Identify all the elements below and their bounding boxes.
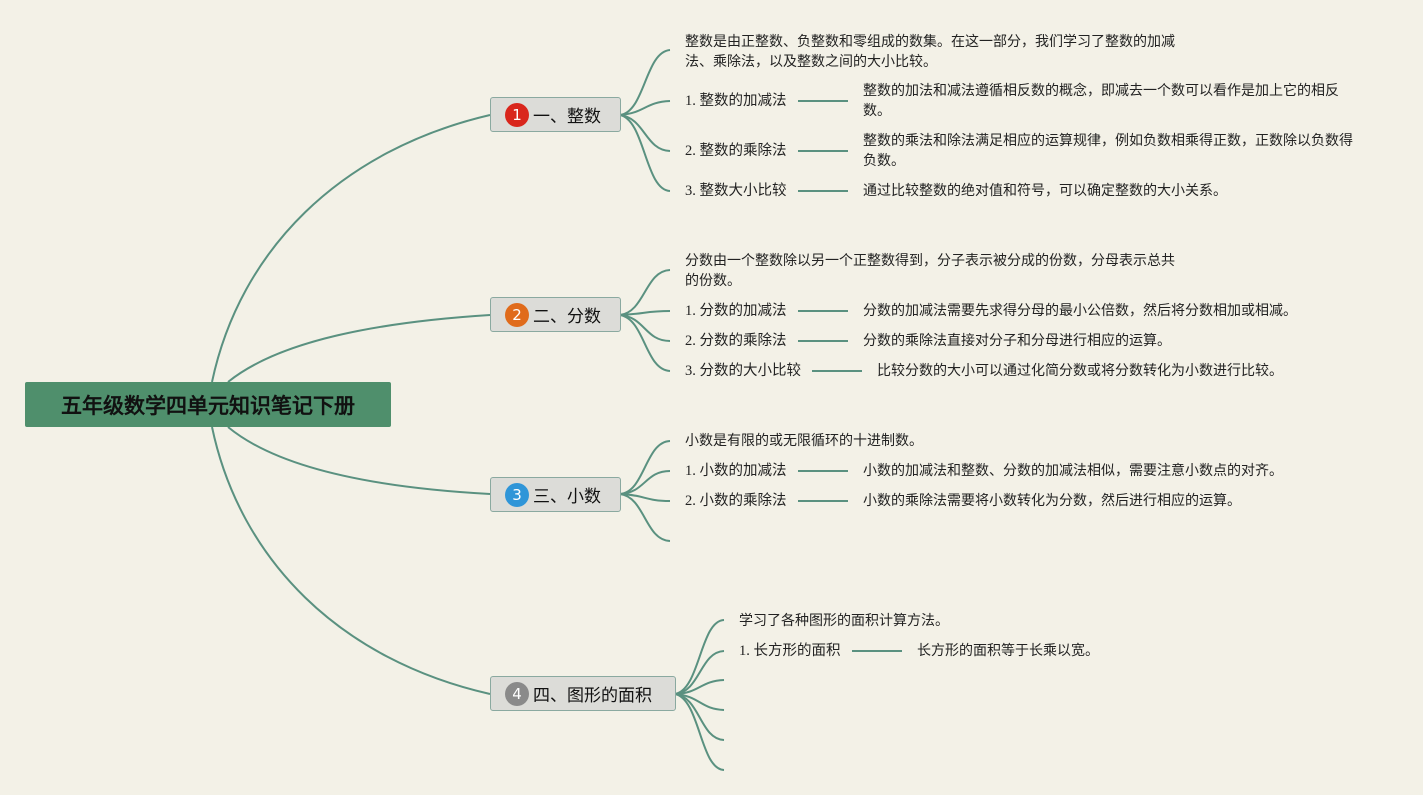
- link-b4-empty4: [674, 693, 725, 771]
- topic-label[interactable]: 1. 小数的加减法: [685, 463, 787, 479]
- branch-title: 三、小数: [533, 487, 601, 507]
- number-badge-2: 2: [505, 302, 529, 327]
- link-root-branch-4: [211, 426, 491, 695]
- branch-node-area[interactable]: 4 四、图形的面积: [490, 676, 676, 711]
- branch-title: 四、图形的面积: [533, 686, 652, 706]
- topic-label[interactable]: 1. 分数的加减法: [685, 303, 787, 319]
- link-root-branch-2: [227, 314, 491, 383]
- topic-description: 分数的加减法需要先求得分母的最小公倍数，然后将分数相加或相减。: [863, 303, 1297, 319]
- topic-description: 小数的加减法和整数、分数的加减法相似，需要注意小数点的对齐。: [863, 463, 1283, 479]
- topic-label[interactable]: 3. 整数大小比较: [685, 183, 787, 199]
- summary-line: 整数是由正整数、负整数和零组成的数集。在这一部分，我们学习了整数的加减: [685, 34, 1175, 50]
- branch-title: 二、分数: [533, 307, 601, 327]
- topic-description: 通过比较整数的绝对值和符号，可以确定整数的大小关系。: [863, 183, 1227, 199]
- topic-description: 比较分数的大小可以通过化简分数或将分数转化为小数进行比较。: [877, 363, 1283, 379]
- topic-label[interactable]: 1. 长方形的面积: [739, 643, 841, 659]
- summary-line: 的份数。: [685, 273, 741, 289]
- topic-description: 整数的乘法和除法满足相应的运算规律，例如负数相乘得正数，正数除以负数得: [863, 133, 1353, 149]
- topic-description: 长方形的面积等于长乘以宽。: [917, 643, 1099, 659]
- link-b1-summary: [619, 49, 671, 116]
- number-badge-4: 4: [505, 681, 529, 706]
- link-b2-item1: [619, 310, 671, 316]
- link-b3-item1: [619, 470, 671, 495]
- topic-label[interactable]: 2. 分数的乘除法: [685, 333, 787, 349]
- topic-description: 分数的乘除法直接对分子和分母进行相应的运算。: [863, 333, 1171, 349]
- topic-description: 小数的乘除法需要将小数转化为分数，然后进行相应的运算。: [863, 493, 1241, 509]
- summary-line: 小数是有限的或无限循环的十进制数。: [685, 433, 923, 449]
- topic-label[interactable]: 1. 整数的加减法: [685, 93, 787, 109]
- link-b4-empty3: [674, 693, 725, 741]
- branch-node-decimals[interactable]: 3 三、小数: [490, 477, 621, 512]
- topic-label[interactable]: 2. 小数的乘除法: [685, 493, 787, 509]
- link-b1-item2: [619, 114, 671, 152]
- link-b1-item1: [619, 100, 671, 116]
- link-b4-summary: [674, 619, 725, 695]
- number-badge-1: 1: [505, 102, 529, 127]
- link-b2-summary: [619, 269, 671, 316]
- root-title: 五年级数学四单元知识笔记下册: [61, 393, 355, 418]
- link-b2-item3: [619, 314, 671, 372]
- topic-label[interactable]: 3. 分数的大小比较: [685, 363, 801, 379]
- link-root-branch-1: [211, 114, 491, 383]
- number-badge-3: 3: [505, 482, 529, 507]
- topic-description: 数。: [863, 103, 891, 119]
- summary-line: 分数由一个整数除以另一个正整数得到，分子表示被分成的份数，分母表示总共: [685, 253, 1175, 269]
- link-b4-empty1: [674, 679, 725, 695]
- topic-description: 整数的加法和减法遵循相反数的概念，即减去一个数可以看作是加上它的相反: [863, 83, 1339, 99]
- topic-label[interactable]: 2. 整数的乘除法: [685, 143, 787, 159]
- branch-title: 一、整数: [533, 107, 601, 127]
- summary-line: 学习了各种图形的面积计算方法。: [739, 613, 949, 629]
- root-node[interactable]: 五年级数学四单元知识笔记下册: [25, 382, 391, 427]
- topic-description: 负数。: [863, 153, 905, 169]
- branch-node-fractions[interactable]: 2 二、分数: [490, 297, 621, 332]
- link-b4-item1: [674, 650, 725, 695]
- summary-line: 法、乘除法，以及整数之间的大小比较。: [685, 54, 937, 70]
- link-b1-item3: [619, 114, 671, 192]
- link-b3-empty: [619, 493, 671, 542]
- branch-node-integers[interactable]: 1 一、整数: [490, 97, 621, 132]
- link-b3-summary: [619, 440, 671, 495]
- link-root-branch-3: [227, 426, 491, 495]
